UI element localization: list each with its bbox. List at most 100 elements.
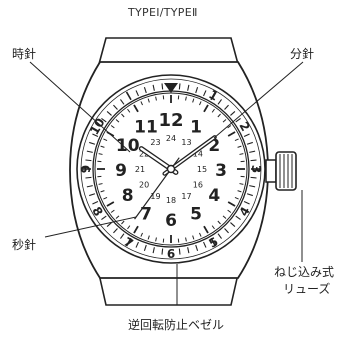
bezel-tick [135,241,139,248]
bezel-numeral: 9 [79,165,93,173]
bezel-tick [210,91,217,101]
hour-numeral: 6 [165,211,177,231]
hour-numeral: 10 [116,136,140,156]
minute-hand-label: 分針 [290,47,315,61]
hour-24-numeral: 16 [193,181,203,190]
dial-tick [222,119,227,123]
dial-tick [110,209,115,213]
bezel-tick [250,159,257,162]
bezel-tick [152,247,155,254]
dial-tick [147,235,150,240]
bezel-tick [85,159,92,162]
bezel-tick [106,111,112,116]
bezel-tick [106,222,112,227]
bezel-tick [235,215,241,220]
hour-24-numeral: 20 [139,181,149,190]
dial-tick [227,125,232,129]
bezel-tick [89,141,96,145]
bezel-tick [120,233,125,239]
hour-24-numeral: 15 [197,165,207,174]
bezel-edge [80,78,262,260]
hour-hand-leader-line [29,61,131,153]
dial-tick [121,113,125,118]
bezel-tick [224,228,229,234]
hour-numeral: 9 [115,161,127,181]
bezel-tick [195,244,199,251]
dial-tick [199,232,202,237]
hour-numeral: 8 [122,186,134,206]
dial-tick [147,98,150,103]
bezel-tick [135,90,139,97]
dial-tick [185,96,187,101]
crown-label-line1: ねじ込み式 [274,265,335,279]
bezel-tick [195,87,199,94]
bezel-tick [235,118,241,123]
bezel-tick [210,237,217,247]
upper-lug [98,37,239,65]
bezel-tick [246,141,253,145]
bezel-tick [203,90,207,97]
dial-tick [98,183,103,185]
dial-tick [133,104,139,113]
dial-tick [133,225,139,234]
model-header: TYPEⅠ/TYPEⅡ [128,6,198,19]
bezel-tick [224,104,229,110]
dial-tick [127,225,131,230]
bezel-tick [250,176,257,179]
second-hand-leader-line [44,216,137,238]
crown-label-line2: リューズ [283,282,331,296]
dial-tick [211,225,215,230]
hour-numeral: 2 [208,136,220,156]
bezel-tick [89,193,96,197]
dial-tick [237,190,242,193]
bezel-tick [92,133,99,137]
bezel-tick [243,201,250,205]
hour-24-numeral: 14 [193,150,203,159]
crown [265,151,297,191]
bezel-tick [178,83,181,90]
dial-tick [217,220,221,225]
hour-24-numeral: 22 [139,150,149,159]
dial-tick [192,98,195,103]
bezel-tick [143,87,147,94]
dial-tick [234,197,239,200]
bezel-tick [161,248,164,255]
dial-tick [227,209,232,213]
bezel-tick [230,111,236,116]
bezel-tick [92,201,99,205]
bezel-tick [246,193,253,197]
hour-hand-label: 時針 [12,47,37,61]
dial-tick [140,101,143,106]
dial-tick [103,197,108,200]
second-hand-label: 秒針 [12,238,37,252]
hour-24-numeral: 13 [181,138,191,147]
hour-24-numeral: 19 [150,192,160,201]
dial-tick [239,183,244,185]
bezel-tick [249,185,256,188]
dial-tick [222,215,227,219]
hour-numeral: 12 [158,110,183,131]
bezel-tick [86,150,93,153]
dial-tick [155,237,157,242]
center-pinion [166,164,176,174]
hour-numeral: 3 [215,161,227,181]
hour-24-numeral: 24 [166,134,176,143]
dial-tick [237,145,242,148]
dial-tick [110,125,115,129]
bezel-tick [101,215,107,220]
hour-numeral: 1 [190,118,202,138]
hour-24-numeral: 17 [181,192,191,201]
bezel-tick [187,247,190,254]
dial-tick [98,153,103,155]
hour-numeral: 5 [190,204,202,224]
minute-hand-leader-line [213,61,304,139]
dial-tick [127,108,131,113]
hour-24-numeral: 21 [135,165,145,174]
hour-24-numeral: 23 [150,138,160,147]
bezel-numeral: 3 [249,165,263,173]
bezel-tick [161,83,164,90]
hour-numeral: 7 [140,204,152,224]
